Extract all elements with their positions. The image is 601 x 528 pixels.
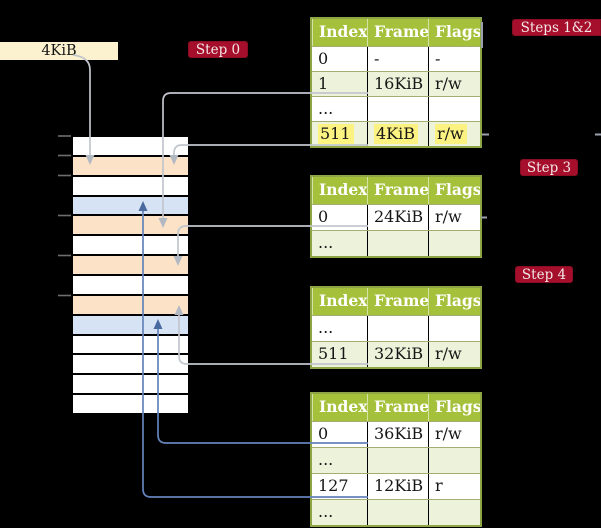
memory-frame-row-white bbox=[73, 393, 188, 414]
column-header-frame: Frame bbox=[367, 177, 428, 204]
table-cell bbox=[428, 500, 480, 525]
column-header-index: Index bbox=[312, 394, 367, 421]
table-cell: 127 bbox=[318, 476, 349, 495]
physical-memory-stack bbox=[71, 135, 190, 415]
column-header-frame: Frame bbox=[367, 288, 428, 315]
table-cell bbox=[367, 97, 428, 121]
badge-steps-1-2: Steps 1&2 bbox=[512, 19, 601, 36]
highlighted-value: 511 bbox=[318, 124, 354, 144]
memory-frame-row-peach bbox=[73, 254, 188, 275]
memory-frame-row-white bbox=[73, 174, 188, 195]
table-cell: 24KiB bbox=[367, 205, 428, 230]
table-cell: r/w bbox=[428, 205, 480, 230]
table-cell: ... bbox=[318, 502, 334, 521]
column-header-frame: Frame bbox=[367, 19, 428, 46]
table-row: ... bbox=[312, 447, 480, 473]
frame-boundary-ticks bbox=[58, 135, 71, 297]
memory-frame-row-peach bbox=[73, 214, 188, 235]
table-cell: 511 bbox=[312, 122, 367, 146]
table-cell: ... bbox=[318, 233, 334, 252]
table-cell: 32KiB bbox=[367, 342, 428, 367]
column-header-frame: Frame bbox=[367, 394, 428, 421]
column-header-index: Index bbox=[312, 19, 367, 46]
table-cell bbox=[428, 231, 480, 256]
cropped-line-fragments bbox=[481, 22, 601, 219]
table-cell bbox=[367, 500, 428, 525]
column-header-index: Index bbox=[312, 177, 367, 204]
table-cell bbox=[428, 448, 480, 473]
table-row: 0 -- bbox=[312, 46, 480, 71]
table-cell: r bbox=[428, 474, 480, 499]
table-cell: r/w bbox=[428, 72, 480, 96]
table-row: ... bbox=[312, 315, 480, 341]
table-cell: r/w bbox=[428, 342, 480, 367]
table-cell: ... bbox=[318, 450, 334, 469]
badge-step-0: Step 0 bbox=[188, 41, 248, 58]
table-cell: 36KiB bbox=[367, 422, 428, 447]
root-frame-label: 4KiB bbox=[41, 43, 77, 59]
column-header-flags: Flags bbox=[428, 288, 480, 315]
table-cell: 16KiB bbox=[367, 72, 428, 96]
table-cell: 4KiB bbox=[367, 122, 428, 146]
table-cell: - bbox=[428, 47, 480, 71]
memory-frame-row-white bbox=[73, 353, 188, 374]
memory-frame-row-white bbox=[73, 333, 188, 354]
memory-frame-row-peach bbox=[73, 154, 188, 175]
column-header-flags: Flags bbox=[428, 394, 480, 421]
table-cell: 0 bbox=[318, 424, 329, 443]
column-header-index: Index bbox=[312, 288, 367, 315]
table-row: 511 4KiB r/w bbox=[312, 121, 480, 146]
table-cell bbox=[428, 97, 480, 121]
highlighted-value: r/w bbox=[435, 124, 467, 144]
table-cell: 0 bbox=[318, 49, 329, 68]
table-cell: - bbox=[367, 47, 428, 71]
table-cell bbox=[367, 231, 428, 256]
table-cell: r/w bbox=[428, 122, 480, 146]
table-cell: 1 bbox=[318, 74, 329, 93]
column-header-flags: Flags bbox=[428, 19, 480, 46]
table-cell: r/w bbox=[428, 422, 480, 447]
memory-frame-row-peach bbox=[73, 293, 188, 314]
table-cell bbox=[428, 316, 480, 341]
table-cell bbox=[367, 448, 428, 473]
memory-frame-row-blue bbox=[73, 313, 188, 334]
memory-frame-row-white bbox=[73, 234, 188, 255]
table-row: ... bbox=[312, 96, 480, 121]
table-cell bbox=[367, 316, 428, 341]
table-cell: ... bbox=[318, 318, 334, 337]
memory-frame-row-white bbox=[73, 373, 188, 394]
memory-frame-row-blue bbox=[73, 194, 188, 215]
table-cell: 0 bbox=[318, 207, 329, 226]
table-cell: ... bbox=[318, 99, 334, 118]
table-cell: 511 bbox=[318, 344, 349, 363]
table-cell: 12KiB bbox=[367, 474, 428, 499]
highlighted-value: 4KiB bbox=[374, 124, 419, 144]
memory-frame-row-white bbox=[73, 137, 188, 155]
column-header-flags: Flags bbox=[428, 177, 480, 204]
badge-step-3: Step 3 bbox=[520, 159, 578, 176]
table-row: ... bbox=[312, 230, 480, 256]
table-row: ... bbox=[312, 499, 480, 525]
root-frame-box: 4KiB bbox=[0, 42, 118, 60]
memory-frame-row-white bbox=[73, 274, 188, 294]
badge-step-4: Step 4 bbox=[515, 266, 573, 283]
